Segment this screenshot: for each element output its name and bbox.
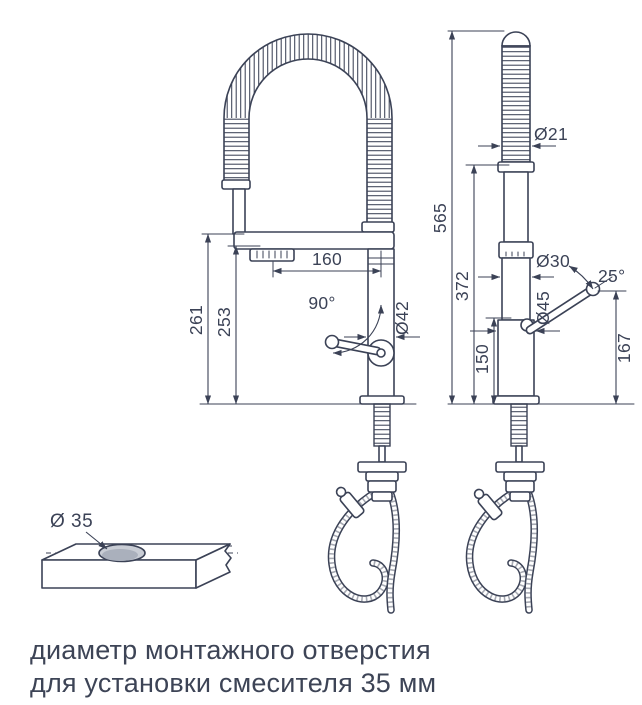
hole-diameter-label: Ø 35: [50, 511, 93, 532]
front-under-counter: [327, 403, 407, 614]
spray-head: [249, 248, 295, 262]
hose-fitting: [371, 491, 393, 502]
faucet-dimension-drawing: 160 90° 261 253 Ø42: [41, 30, 635, 614]
caption: диаметр монтажного отверстия для установ…: [30, 634, 436, 700]
side-body-diameter-label: Ø30: [536, 251, 570, 271]
fixing-rod: [515, 445, 523, 463]
side-spring-tube: [497, 31, 535, 243]
mounting-bracket: [357, 461, 407, 473]
fixing-rod: [378, 445, 386, 463]
front-handle: [324, 334, 395, 367]
aerator-ticks: [505, 251, 525, 257]
rotation-arc-90: [332, 304, 385, 357]
side-base-height-label: 150: [472, 344, 492, 374]
side-under-counter: [465, 403, 545, 614]
front-height-inner-label: 253: [214, 307, 234, 337]
counter-front-face: [41, 559, 197, 589]
lever-axis-extension: [594, 276, 613, 289]
front-height-outer-label: 261: [186, 305, 206, 335]
front-spout-assembly: [221, 179, 395, 262]
side-dimensions: 565 372 150 167 Ø21 Ø30 Ø45 25°: [430, 30, 635, 405]
hose-fitting: [367, 480, 397, 493]
supply-hose-loop: [327, 488, 390, 603]
mounting-nut: [503, 471, 537, 482]
front-spout-reach-label: 160: [312, 249, 342, 269]
hose-fitting: [509, 491, 531, 502]
aerator-ticks: [256, 250, 288, 259]
hole-leader-line: [85, 531, 108, 550]
spring-bottom-collar: [361, 221, 395, 233]
caption-line-2: для установки смесителя 35 мм: [30, 668, 437, 698]
side-view: 565 372 150 167 Ø21 Ø30 Ø45 25°: [430, 30, 635, 614]
spring-inner-outline: [248, 58, 368, 231]
mounting-hole-bore: [102, 549, 138, 561]
spring-top-cap: [501, 31, 531, 47]
spring-outer-outline: [223, 33, 393, 231]
mounting-bracket: [495, 461, 545, 473]
spring-section: [501, 45, 531, 163]
hose-fitting: [505, 480, 535, 493]
front-spring-arch: [223, 33, 393, 231]
hose-lower-tube: [232, 188, 246, 235]
side-hose-diameter-label: Ø21: [534, 124, 568, 144]
front-dimensions: 160 90° 261 253 Ø42: [186, 233, 420, 405]
counter-torn-edge: [195, 543, 232, 589]
handle-lever-core: [527, 288, 593, 333]
check-valve: [335, 486, 365, 519]
check-valve: [473, 488, 503, 521]
front-base-flange: [359, 395, 405, 405]
spring-top-arc: [224, 34, 392, 118]
supply-hose: [524, 488, 539, 614]
side-base-flange: [492, 395, 540, 405]
side-handle-tilt-label: 25°: [598, 266, 625, 286]
tilt-arc-25: [568, 265, 594, 290]
threaded-stud: [373, 403, 391, 447]
handle-ball: [324, 334, 340, 350]
front-body-diameter-label: Ø42: [392, 301, 412, 335]
hose-tube: [503, 171, 529, 243]
side-base-diameter-label: Ø45: [533, 291, 553, 325]
spring-left-leg: [224, 118, 249, 182]
caption-line-1: диаметр монтажного отверстия: [30, 635, 431, 665]
side-total-height-label: 565: [430, 203, 450, 233]
threaded-stud: [510, 403, 528, 447]
front-view: 160 90° 261 253 Ø42: [186, 33, 420, 614]
side-body-upper: [501, 257, 531, 321]
front-rotation-label: 90°: [308, 293, 335, 313]
supply-hose: [386, 488, 401, 614]
spring-right-leg: [367, 118, 392, 230]
side-spout-height-label: 372: [452, 271, 472, 301]
spout-bar: [233, 231, 395, 250]
handle-pivot-center: [376, 348, 386, 358]
mounting-nut: [365, 471, 399, 482]
side-handle-height-label: 167: [614, 333, 634, 363]
countertop-section: Ø 35: [41, 511, 238, 589]
hose-end-collar: [221, 179, 251, 190]
spray-head-side: [498, 241, 534, 259]
spring-end-collar: [497, 161, 535, 173]
supply-hose-loop: [465, 488, 528, 603]
